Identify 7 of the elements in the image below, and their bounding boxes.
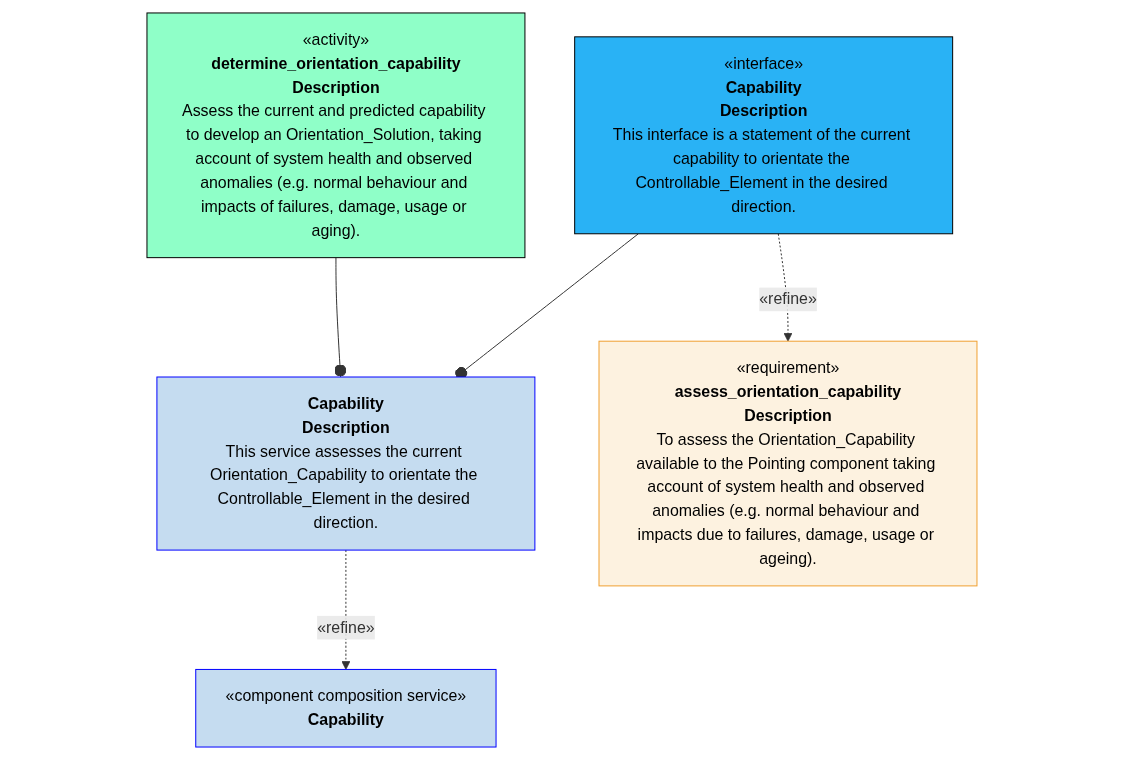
node-box: «interface» Capability Description This interface is a statement of the current capability to orientate the Controllable_Element in the desired direction. — [574, 36, 954, 235]
edge-label: «refine» — [317, 618, 375, 636]
node-box: «component composition service» Capability — [195, 668, 497, 748]
node-box: «activity» determine_orientation_capability Description Assess the current and predicted capability to develop an Orientation_Solution, taking account of system health and observed anomalies (e.g. normal behaviour and impacts of failures, damage, usage or aging). — [146, 12, 526, 259]
edge-label: «refine» — [759, 290, 817, 308]
node-box: «requirement» assess_orientation_capability Description To assess the Orientation_Capability available to the Pointing component taking account of system health and observed anomalies (e.g. normal behaviour and impacts due to failures, damage, usage or ageing). — [598, 340, 978, 587]
node-box: Capability Description This service assesses the current Orientation_Capability to orientate the Controllable_Element in the desired direction. — [156, 376, 536, 551]
